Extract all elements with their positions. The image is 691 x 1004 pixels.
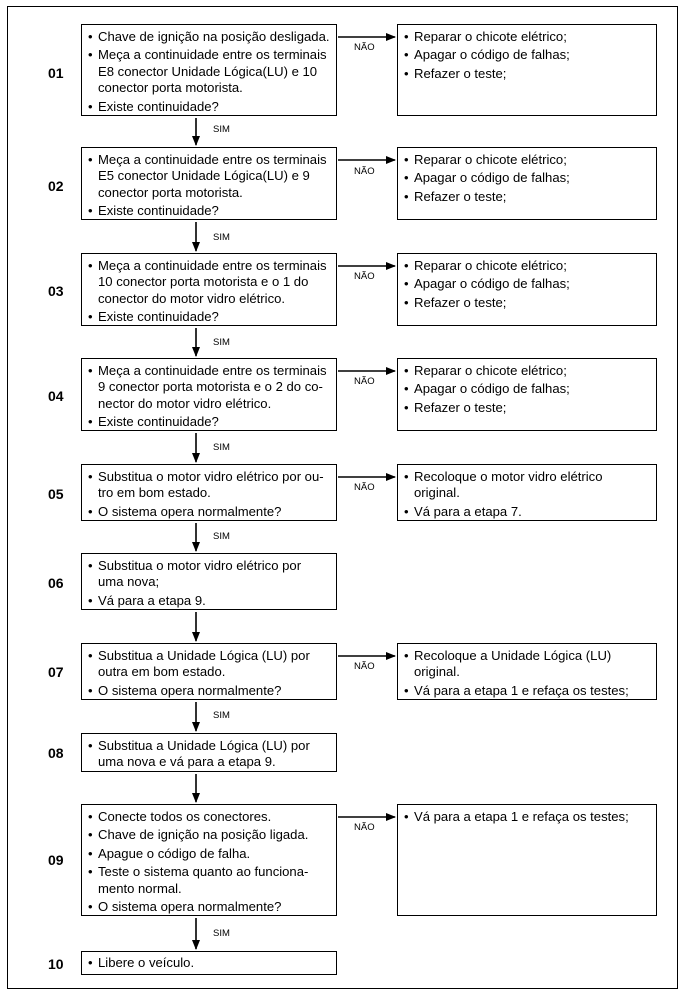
- no-action-box: Reparar o chicote elétrico; Apagar o cód…: [397, 147, 657, 220]
- no-label: NÃO: [354, 166, 375, 177]
- action-item: Teste o sistema quanto ao funciona-mento…: [88, 864, 330, 897]
- action-item: Meça a continuidade entre os terminais 9…: [88, 363, 330, 412]
- no-action-box: Reparar o chicote elétrico; Apagar o cód…: [397, 358, 657, 431]
- step-number: 03: [48, 283, 64, 299]
- action-item: Meça a continuidade entre os terminais 1…: [88, 258, 330, 307]
- action-item: Existe continuidade?: [88, 99, 330, 116]
- action-box: Conecte todos os conectores. Chave de ig…: [81, 804, 337, 916]
- no-label: NÃO: [354, 42, 375, 53]
- action-item: Meça a continuidade entre os terminais E…: [88, 152, 330, 201]
- action-item: Meça a continuidade entre os terminais E…: [88, 47, 330, 96]
- action-item: Conecte todos os conectores.: [88, 809, 330, 826]
- step-number: 02: [48, 178, 64, 194]
- no-action-item: Refazer o teste;: [404, 66, 650, 83]
- action-item: Substitua o motor vidro elétrico por ou-…: [88, 469, 330, 502]
- action-item: Chave de ignição na posição ligada.: [88, 827, 330, 844]
- no-action-item: Vá para a etapa 1 e refaça os testes;: [404, 683, 650, 700]
- no-action-item: Refazer o teste;: [404, 400, 650, 417]
- no-action-item: Recoloque o motor vidro elétrico origina…: [404, 469, 650, 502]
- no-action-item: Reparar o chicote elétrico;: [404, 258, 650, 275]
- action-item: Chave de ignição na posição desligada.: [88, 29, 330, 46]
- action-item: Existe continuidade?: [88, 414, 330, 431]
- action-box: Substitua o motor vidro elétrico por ou-…: [81, 464, 337, 521]
- no-label: NÃO: [354, 376, 375, 387]
- no-action-item: Reparar o chicote elétrico;: [404, 363, 650, 380]
- action-item: Substitua a Unidade Lógica (LU) por outr…: [88, 648, 330, 681]
- action-box: Libere o veículo.: [81, 951, 337, 975]
- yes-label: SIM: [213, 531, 230, 542]
- no-action-item: Vá para a etapa 1 e refaça os testes;: [404, 809, 650, 826]
- no-action-item: Apagar o código de falhas;: [404, 170, 650, 187]
- no-action-item: Reparar o chicote elétrico;: [404, 152, 650, 169]
- step-number: 09: [48, 852, 64, 868]
- action-item: O sistema opera normalmente?: [88, 899, 330, 916]
- yes-label: SIM: [213, 232, 230, 243]
- no-action-item: Recoloque a Unidade Lógica (LU) original…: [404, 648, 650, 681]
- action-box: Meça a continuidade entre os terminais 9…: [81, 358, 337, 431]
- no-action-item: Apagar o código de falhas;: [404, 276, 650, 293]
- yes-label: SIM: [213, 442, 230, 453]
- no-label: NÃO: [354, 482, 375, 493]
- no-action-item: Refazer o teste;: [404, 295, 650, 312]
- yes-label: SIM: [213, 928, 230, 939]
- action-box: Substitua o motor vidro elétrico por uma…: [81, 553, 337, 610]
- no-label: NÃO: [354, 271, 375, 282]
- action-item: Vá para a etapa 9.: [88, 593, 330, 610]
- yes-label: SIM: [213, 337, 230, 348]
- yes-label: SIM: [213, 710, 230, 721]
- step-number: 10: [48, 956, 64, 972]
- no-action-box: Reparar o chicote elétrico; Apagar o cód…: [397, 253, 657, 326]
- step-number: 04: [48, 388, 64, 404]
- action-box: Meça a continuidade entre os terminais 1…: [81, 253, 337, 326]
- action-item: O sistema opera normalmente?: [88, 683, 330, 700]
- diagram-frame: [7, 6, 678, 989]
- step-number: 08: [48, 745, 64, 761]
- step-number: 06: [48, 575, 64, 591]
- no-action-box: Reparar o chicote elétrico; Apagar o cód…: [397, 24, 657, 116]
- action-box: Substitua a Unidade Lógica (LU) por outr…: [81, 643, 337, 700]
- action-item: Existe continuidade?: [88, 309, 330, 326]
- no-action-item: Vá para a etapa 7.: [404, 504, 650, 521]
- no-action-item: Refazer o teste;: [404, 189, 650, 206]
- no-action-box: Recoloque a Unidade Lógica (LU) original…: [397, 643, 657, 700]
- no-action-box: Recoloque o motor vidro elétrico origina…: [397, 464, 657, 521]
- no-action-item: Reparar o chicote elétrico;: [404, 29, 650, 46]
- no-action-item: Apagar o código de falhas;: [404, 381, 650, 398]
- no-action-box: Vá para a etapa 1 e refaça os testes;: [397, 804, 657, 916]
- no-label: NÃO: [354, 661, 375, 672]
- step-number: 07: [48, 664, 64, 680]
- action-box: Chave de ignição na posição desligada. M…: [81, 24, 337, 116]
- action-item: Existe continuidade?: [88, 203, 330, 220]
- no-action-item: Apagar o código de falhas;: [404, 47, 650, 64]
- action-box: Substitua a Unidade Lógica (LU) por uma …: [81, 733, 337, 772]
- action-box: Meça a continuidade entre os terminais E…: [81, 147, 337, 220]
- yes-label: SIM: [213, 124, 230, 135]
- step-number: 05: [48, 486, 64, 502]
- action-item: Substitua o motor vidro elétrico por uma…: [88, 558, 330, 591]
- action-item: Apague o código de falha.: [88, 846, 330, 863]
- action-item: O sistema opera normalmente?: [88, 504, 330, 521]
- action-item: Substitua a Unidade Lógica (LU) por uma …: [88, 738, 330, 771]
- step-number: 01: [48, 65, 64, 81]
- no-label: NÃO: [354, 822, 375, 833]
- action-item: Libere o veículo.: [88, 955, 330, 972]
